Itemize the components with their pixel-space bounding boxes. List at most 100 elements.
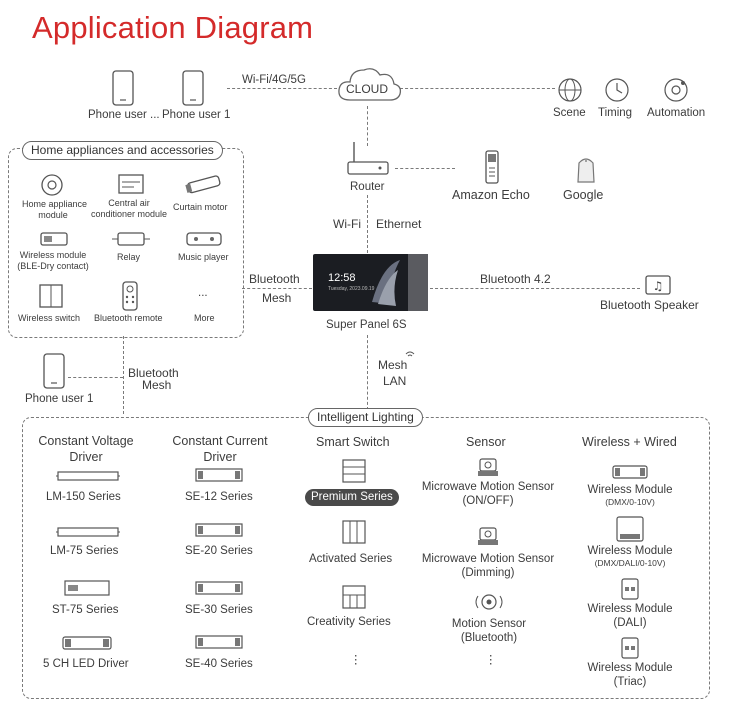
wireless-module-dali-icon <box>621 578 639 600</box>
wireless-switch-label: Wireless switch <box>18 313 81 323</box>
wireless-module-triac-label: Wireless Module(Triac) <box>587 662 673 689</box>
wireless-module-label: Wireless module(BLE-Dry contact) <box>17 250 89 272</box>
wifi-signal-icon <box>405 351 415 357</box>
intelligent-lighting-title: Intelligent Lighting <box>308 408 423 427</box>
microwave-sensor-onoff-label: Microwave Motion Sensor(ON/OFF) <box>421 481 555 508</box>
ac-module-icon <box>118 174 144 194</box>
cloud-icon <box>338 68 402 101</box>
cloud-router-line <box>367 106 368 146</box>
microwave-sensor-dimming-label: Microwave Motion Sensor(Dimming) <box>421 553 555 580</box>
sensor-more: ⋮ <box>485 654 497 666</box>
cloud-label: CLOUD <box>346 82 389 96</box>
creativity-switch-icon <box>342 585 366 609</box>
bluetooth-mesh-label-a: Bluetooth <box>249 272 300 286</box>
wireless-module-dali-label: Wireless Module(DALI) <box>587 603 673 630</box>
phone-icon <box>43 353 65 389</box>
premium-series-badge: Premium Series <box>305 489 399 506</box>
relay-label: Relay <box>117 252 141 262</box>
automation-icon <box>664 78 688 102</box>
bluetooth-mesh2-label-b: Mesh <box>142 378 172 392</box>
home-appliances-title: Home appliances and accessories <box>22 141 223 160</box>
bluetooth-remote-label: Bluetooth remote <box>94 313 163 323</box>
scene-label: Scene <box>553 107 586 119</box>
phone-user-more-label: Phone user ... <box>88 109 160 121</box>
wireless-wired-header: Wireless + Wired <box>582 435 677 449</box>
speaker-icon: ♫ <box>645 275 671 295</box>
page-title: Application Diagram <box>32 10 314 45</box>
lm150-driver-icon <box>56 471 120 481</box>
ethernet-label: Ethernet <box>376 217 422 231</box>
bluetooth-mesh2-label-a: Bluetooth <box>128 366 179 380</box>
wireless-module-triac-icon <box>621 637 639 659</box>
lm150-series-label: LM-150 Series <box>46 491 121 503</box>
se20-series-label: SE-20 Series <box>185 545 253 557</box>
sensor-header: Sensor <box>466 435 506 449</box>
st75-series-label: ST-75 Series <box>52 604 119 616</box>
panel-date: Tuesday, 2023.09.19 <box>328 286 375 292</box>
wifi-4g-5g-label: Wi-Fi/4G/5G <box>242 74 306 86</box>
globe-icon <box>558 78 582 102</box>
router-icon <box>347 142 389 175</box>
se40-driver-icon <box>195 635 243 649</box>
clock-icon <box>605 78 629 102</box>
automation-label: Automation <box>647 107 706 119</box>
wireless-module-dmx-dali-label: Wireless Module(DMX/DALI/0-10V) <box>587 545 673 569</box>
more-ellipsis: ... <box>198 287 208 299</box>
relay-icon <box>112 232 150 246</box>
cloud-services-line <box>400 88 555 89</box>
home-appliance-module-icon <box>41 174 63 196</box>
wireless-module-dmx-icon <box>612 465 648 479</box>
panel-speaker-line <box>430 288 640 289</box>
smart-switch-header: Smart Switch <box>316 435 390 449</box>
wireless-switch-icon <box>39 284 63 308</box>
home-panel-line <box>242 288 312 289</box>
premium-switch-icon <box>342 459 366 483</box>
curtain-motor-icon <box>185 175 221 194</box>
bluetooth-mesh-label-b: Mesh <box>262 291 292 305</box>
amazon-echo-label: Amazon Echo <box>452 188 530 202</box>
lm75-driver-icon <box>56 527 120 537</box>
lm75-series-label: LM-75 Series <box>50 545 119 557</box>
5ch-driver-icon <box>62 636 112 650</box>
se30-series-label: SE-30 Series <box>185 604 253 616</box>
se12-series-label: SE-12 Series <box>185 491 253 503</box>
super-panel-side <box>408 254 428 311</box>
phone-user-1-bottom-label: Phone user 1 <box>25 393 94 405</box>
wifi-link-line <box>227 88 337 89</box>
5ch-led-driver-label: 5 CH LED Driver <box>43 658 129 670</box>
svg-text:♫: ♫ <box>653 279 664 293</box>
se40-series-label: SE-40 Series <box>185 658 253 670</box>
music-player-label: Music player <box>178 252 229 262</box>
se30-driver-icon <box>195 581 243 595</box>
curtain-motor-label: Curtain motor <box>173 202 228 212</box>
se12-driver-icon <box>195 468 243 482</box>
bluetooth-remote-icon <box>122 281 138 311</box>
phone-user-1-label: Phone user 1 <box>162 109 231 121</box>
panel-time: 12:58 <box>328 272 356 284</box>
wireless-module-dmx-label: Wireless Module(DMX/0-10V) <box>587 484 673 508</box>
super-panel-label: Super Panel 6S <box>326 319 407 331</box>
mesh-label: Mesh <box>378 358 408 372</box>
phone-icon <box>112 70 134 106</box>
amazon-echo-icon <box>485 150 499 184</box>
activated-switch-icon <box>342 520 366 544</box>
timing-label: Timing <box>598 107 633 119</box>
more-label: More <box>194 313 215 323</box>
google-home-icon <box>577 158 595 183</box>
activated-series-label: Activated Series <box>309 553 393 565</box>
lan-label: LAN <box>383 374 407 388</box>
panel-lighting-line <box>367 335 368 410</box>
microwave-sensor-icon <box>478 458 498 476</box>
motion-sensor-icon <box>475 594 503 610</box>
st75-driver-icon <box>64 580 110 596</box>
phone-mesh-line <box>68 377 123 378</box>
motion-sensor-bluetooth-label: Motion Sensor(Bluetooth) <box>451 618 527 645</box>
creativity-series-label: Creativity Series <box>307 616 391 628</box>
wifi-label: Wi-Fi <box>333 217 361 231</box>
music-player-icon <box>186 232 222 246</box>
wireless-module-dali-multi-icon <box>616 516 644 542</box>
